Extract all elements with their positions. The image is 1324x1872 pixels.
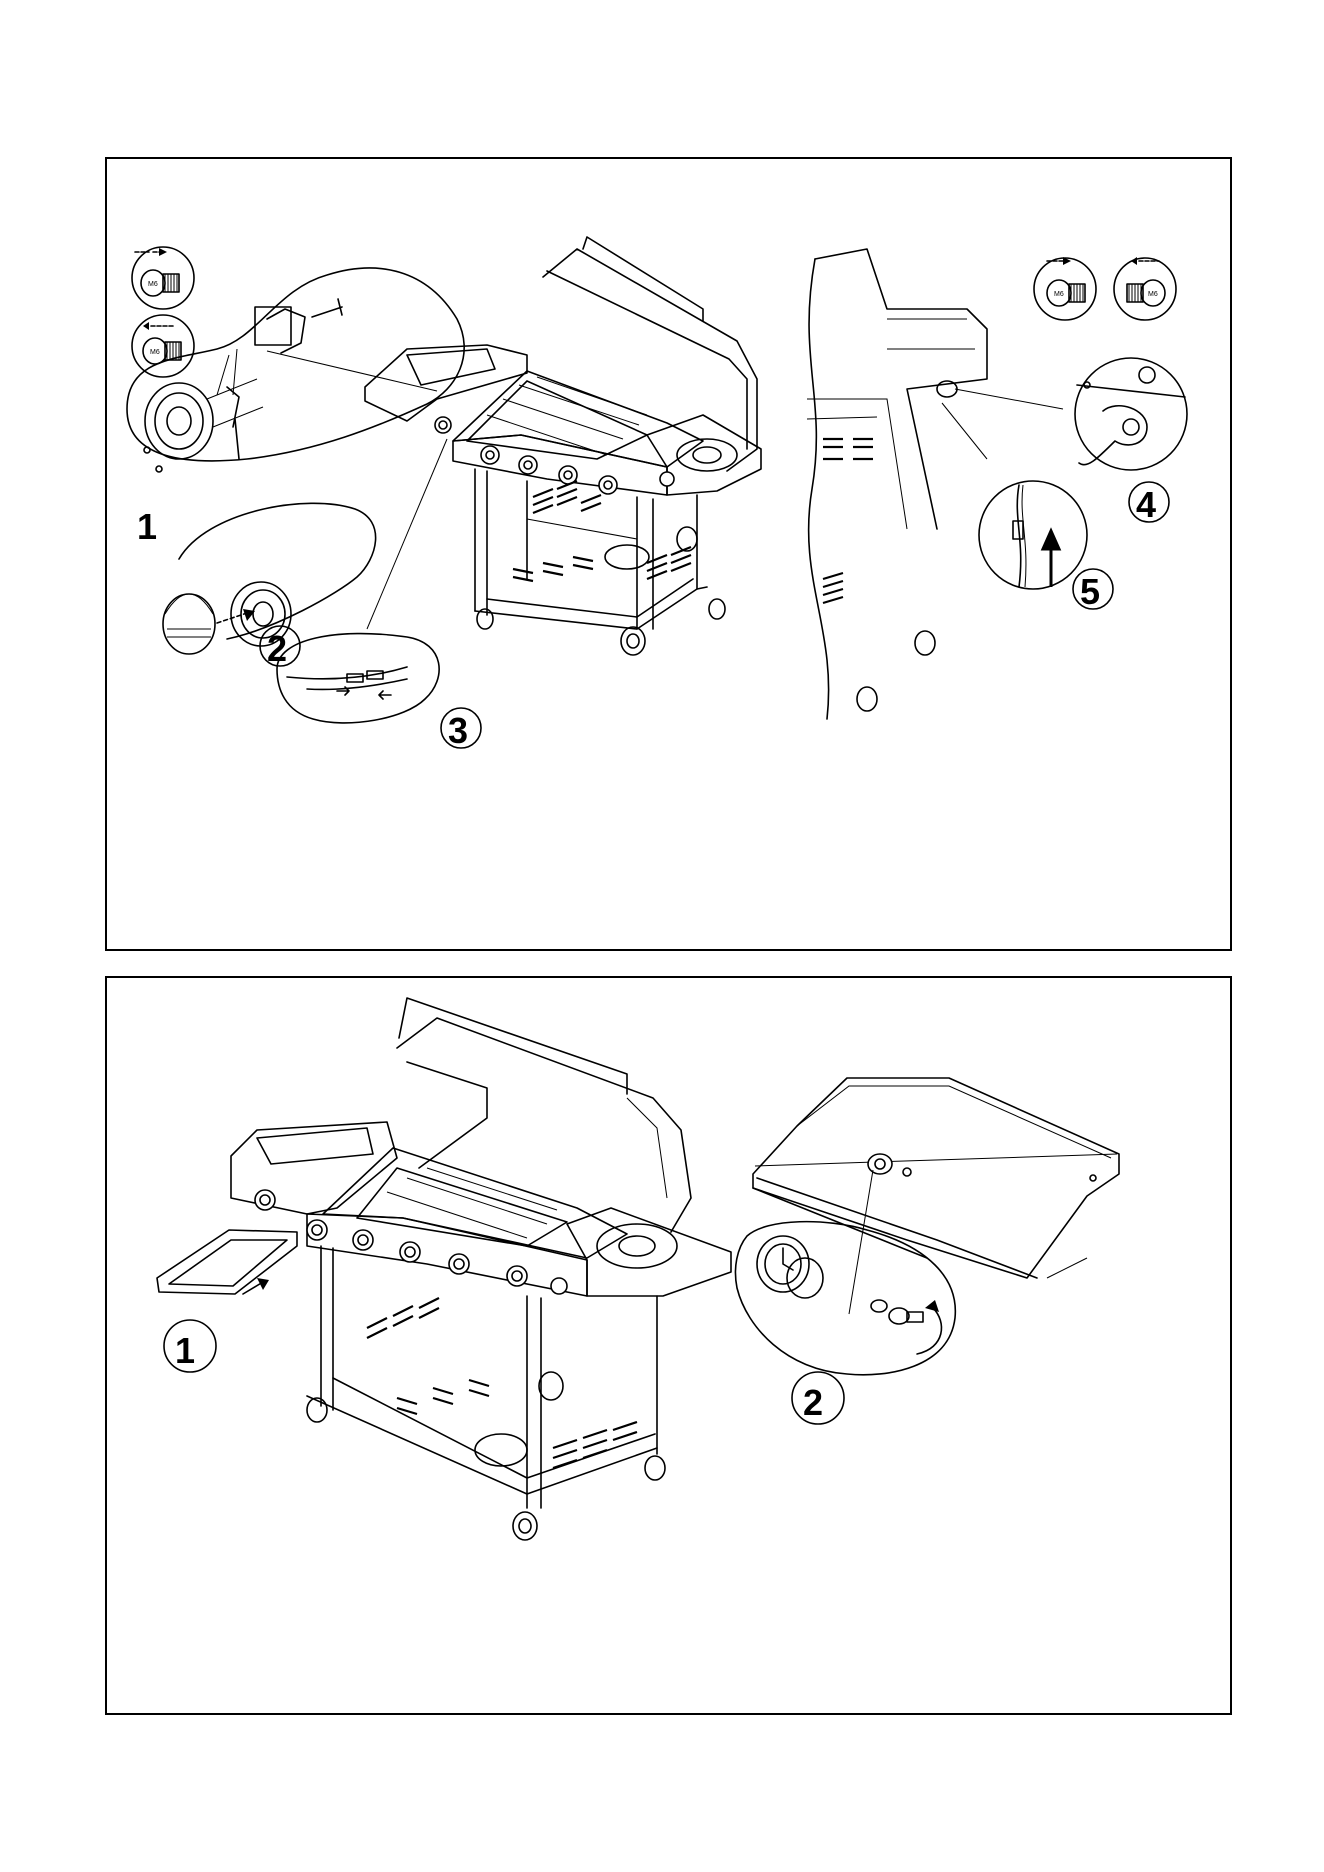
- callout-number-1: 1: [137, 506, 157, 547]
- callout-number-5: 5: [1080, 571, 1100, 612]
- assembly-step-panel-bottom: 1: [105, 976, 1232, 1715]
- callout-number-2: 2: [803, 1382, 823, 1423]
- screw-badge-label: M6: [150, 349, 160, 356]
- screw-detail-4: M6: [1114, 257, 1176, 320]
- screw-badge-label: M6: [1054, 291, 1064, 298]
- top-panel-illustration: M6 M6 1 2: [107, 159, 1234, 953]
- callout-number-3: 3: [448, 710, 468, 751]
- drip-tray: [157, 1230, 297, 1294]
- screw-icon: [1139, 367, 1155, 383]
- grill-illustration: [231, 998, 731, 1540]
- callout-number-1: 1: [175, 1330, 195, 1371]
- screw-detail-1: M6: [132, 247, 194, 309]
- knob-icon: [163, 594, 215, 654]
- screw-badge-label: M6: [1148, 291, 1158, 298]
- screw-detail-3: M6: [1034, 257, 1096, 320]
- bottom-panel-illustration: 1: [107, 978, 1234, 1717]
- assembly-step-panel-top: M6 M6 1 2: [105, 157, 1232, 951]
- screw-badge-label: M6: [148, 281, 158, 288]
- hose-detail-bubble: [277, 634, 439, 723]
- callout-number-2: 2: [267, 628, 287, 669]
- push-arrow-icon: [1043, 531, 1059, 587]
- rotate-arrow-icon: [925, 1300, 939, 1312]
- screw-detail-2: M6: [132, 315, 194, 377]
- gas-line-detail: [979, 481, 1087, 589]
- callout-number-4: 4: [1136, 484, 1156, 525]
- screw-install-detail: [1075, 358, 1187, 470]
- grill-illustration: [365, 237, 761, 655]
- side-view-detail: [807, 249, 1063, 719]
- lid-thermometer-detail: [735, 1078, 1119, 1375]
